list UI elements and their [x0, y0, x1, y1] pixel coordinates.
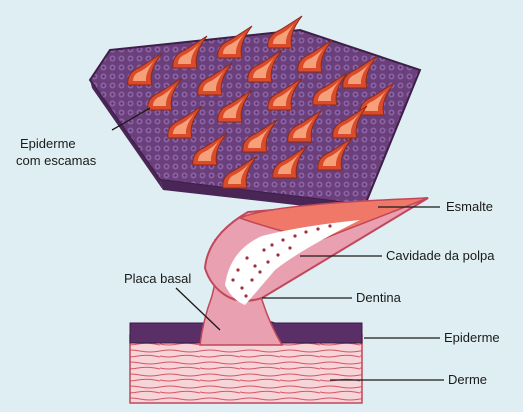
- label-derme: Derme: [448, 372, 487, 387]
- label-epiderme-escamas-1: Epiderme: [20, 136, 76, 151]
- skin-sheet: [90, 30, 420, 213]
- label-dentina: Dentina: [356, 290, 402, 305]
- label-placa-basal: Placa basal: [124, 271, 191, 286]
- label-epiderme-escamas-2: com escamas: [16, 153, 97, 168]
- label-epiderme: Epiderme: [444, 330, 500, 345]
- label-esmalte: Esmalte: [446, 199, 493, 214]
- label-cavidade-polpa: Cavidade da polpa: [386, 248, 495, 263]
